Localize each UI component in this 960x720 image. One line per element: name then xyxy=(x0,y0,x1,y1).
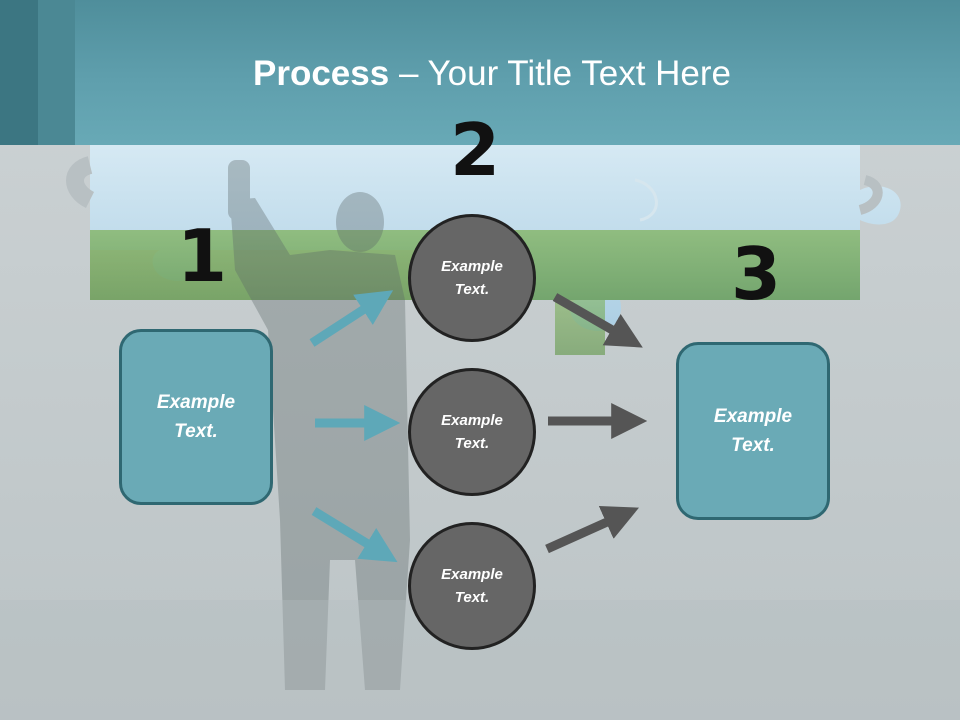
process-circle-bottom-text: Example Text. xyxy=(441,566,503,606)
process-box-left-text: Example Text. xyxy=(156,392,236,442)
header-accent-dark xyxy=(0,0,38,145)
arrow-left-to-bottom xyxy=(311,507,398,563)
process-box-right: Example Text. xyxy=(676,342,830,520)
slide-title: Process – Your Title Text Here xyxy=(0,52,960,96)
header-accent-mid xyxy=(38,0,75,145)
process-circle-bottom: Example Text. xyxy=(408,522,536,650)
step-number-3: 3 xyxy=(731,232,782,316)
process-box-left: Example Text. xyxy=(119,329,273,505)
title-bar xyxy=(0,0,960,145)
arrow-left-to-top xyxy=(309,290,394,347)
step-number-1: 1 xyxy=(177,214,228,298)
process-circle-middle: Example Text. xyxy=(408,368,536,496)
process-box-right-text: Example Text. xyxy=(713,406,793,456)
title-dash: – xyxy=(389,54,428,93)
process-circle-middle-text: Example Text. xyxy=(441,412,503,452)
arrow-top-to-right xyxy=(552,293,643,348)
title-bold: Process xyxy=(253,54,390,93)
title-rest: Your Title Text Here xyxy=(427,54,732,93)
step-number-2: 2 xyxy=(450,108,501,192)
arrow-bottom-to-right xyxy=(545,506,639,554)
process-circle-top: Example Text. xyxy=(408,214,536,342)
process-circle-top-text: Example Text. xyxy=(441,258,503,298)
